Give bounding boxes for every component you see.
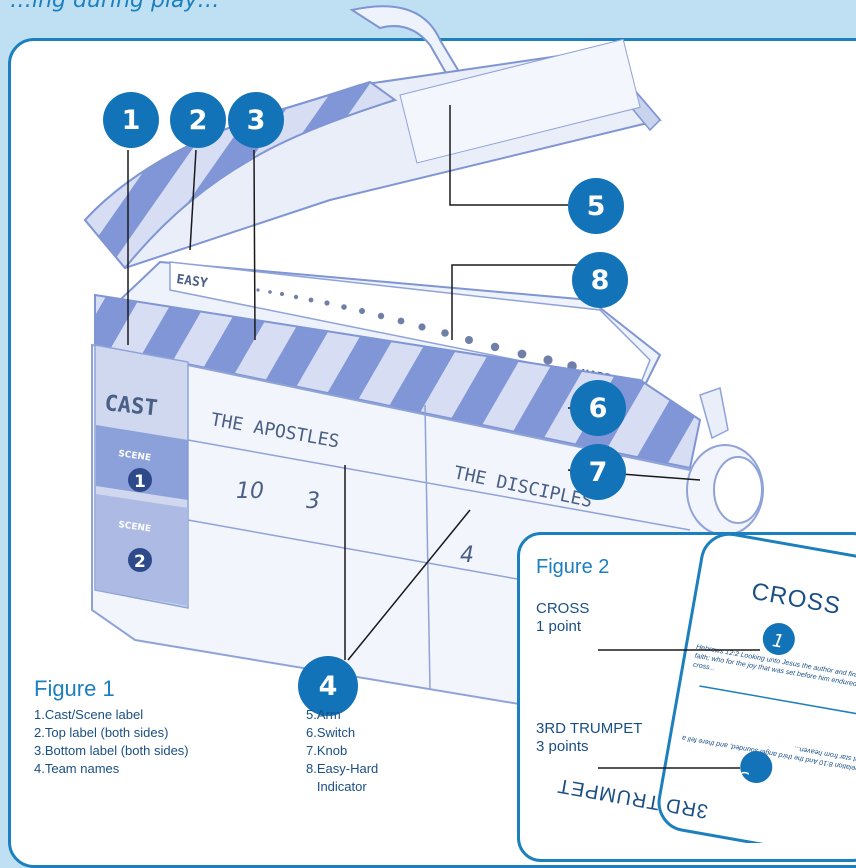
trumpet-name: 3RD TRUMPET xyxy=(536,720,642,738)
legend-item-3: 3.Bottom label (both sides) xyxy=(34,742,189,760)
clapper-arm xyxy=(85,39,660,268)
cross-points: 1 point xyxy=(536,618,589,636)
legend-item-6: 6.Switch xyxy=(306,724,378,742)
figure2-label-trumpet: 3RD TRUMPET 3 points xyxy=(536,720,642,756)
badge-7: 7 xyxy=(570,444,626,500)
scene1-number: 1 xyxy=(134,472,146,492)
badge-3: 3 xyxy=(228,92,284,148)
legend-item-5: 5.Arm xyxy=(306,706,378,724)
legend-item-8-cont: Indicator xyxy=(306,778,378,796)
figure2-title: Figure 2 xyxy=(536,556,609,579)
figure1-legend-right: 5.Arm 6.Switch 7.Knob 8.Easy-Hard Indica… xyxy=(306,706,378,796)
knob xyxy=(687,445,763,535)
cross-name: CROSS xyxy=(536,600,589,618)
badge-2: 2 xyxy=(170,92,226,148)
badge-1: 1 xyxy=(103,92,159,148)
legend-item-8: 8.Easy-Hard xyxy=(306,760,378,778)
legend-item-4: 4.Team names xyxy=(34,760,189,778)
scene2-number: 2 xyxy=(134,552,146,572)
legend-item-7: 7.Knob xyxy=(306,742,378,760)
team1-score-2: 3 xyxy=(306,489,320,514)
switch xyxy=(700,388,728,438)
figure1-legend-left: 1.Cast/Scene label 2.Top label (both sid… xyxy=(34,706,189,778)
trumpet-points: 3 points xyxy=(536,738,642,756)
badge-8: 8 xyxy=(572,252,628,308)
badge-6: 6 xyxy=(570,380,626,436)
figure1-title: Figure 1 xyxy=(34,676,115,702)
team1-score-1: 10 xyxy=(236,479,264,504)
team2-score-1: 4 xyxy=(460,543,474,568)
legend-item-2: 2.Top label (both sides) xyxy=(34,724,189,742)
figure2-panel xyxy=(517,532,856,862)
badge-5: 5 xyxy=(568,178,624,234)
figure2-label-cross: CROSS 1 point xyxy=(536,600,589,636)
legend-item-1: 1.Cast/Scene label xyxy=(34,706,189,724)
